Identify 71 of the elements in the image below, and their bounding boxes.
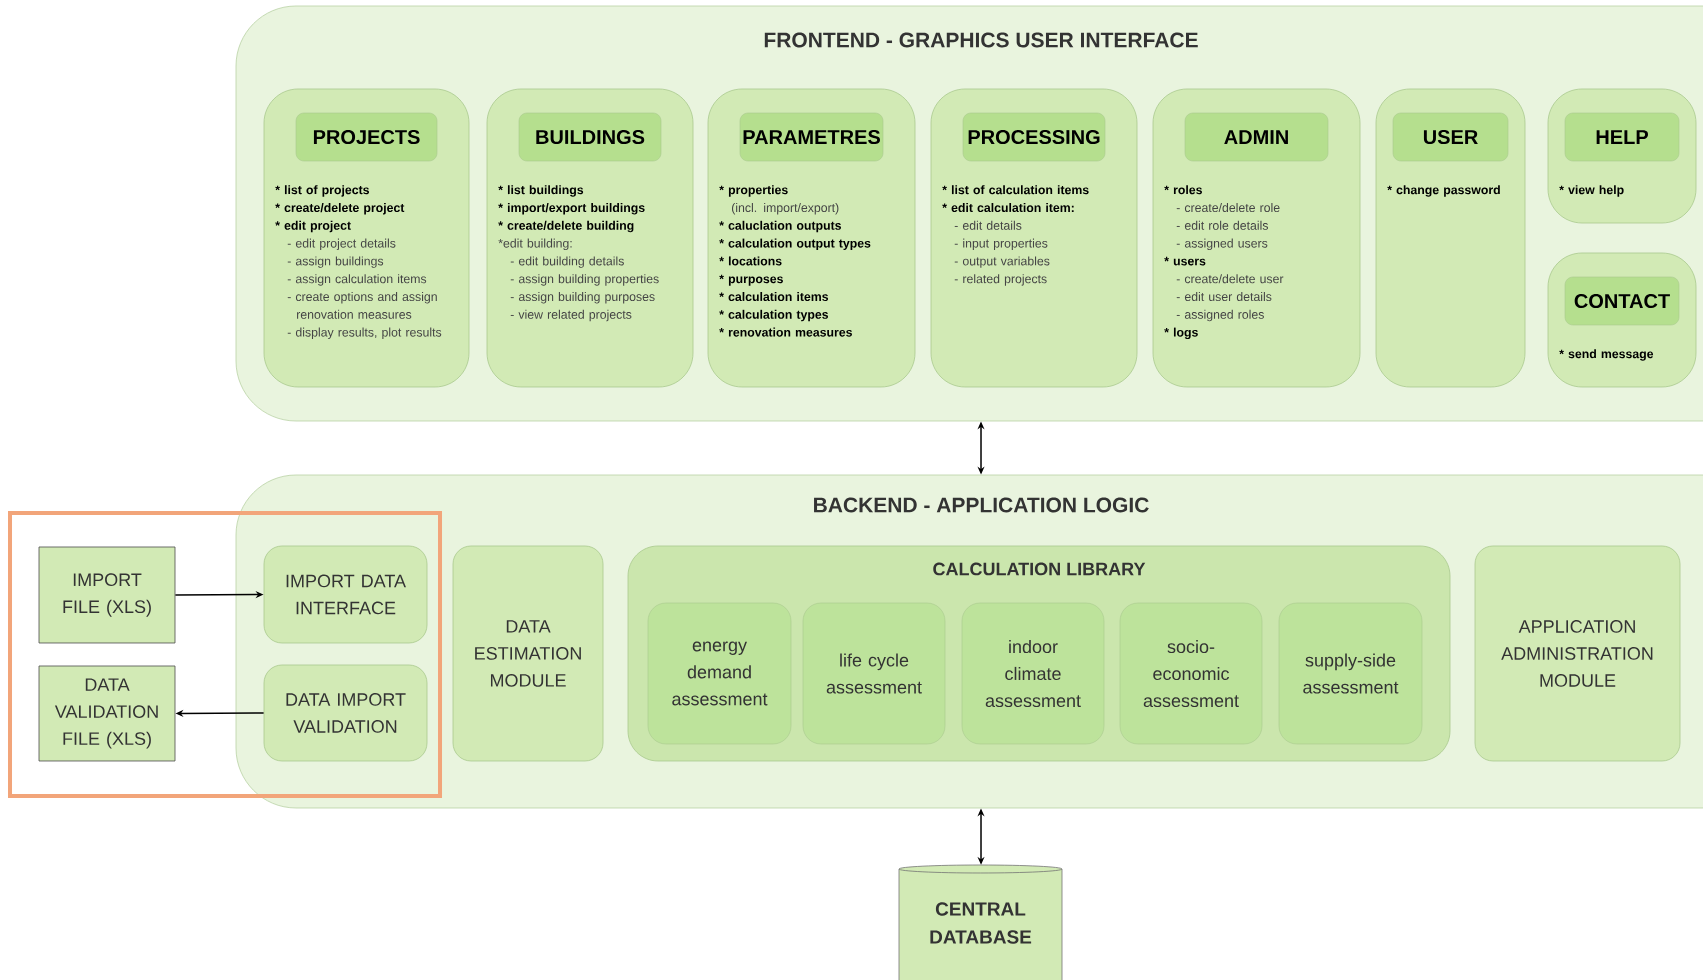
node-label: (incl. import/export) <box>731 203 839 215</box>
node-label: - edit building details <box>510 256 624 268</box>
card-text: * list of projects * create/delete project * edit project - edit project details - assign buildings - assign calculation items - create options and assign renovation measures - display results, plot results <box>275 185 442 340</box>
node-label: - edit details <box>954 220 1022 230</box>
node-label: - assigned users <box>1176 238 1268 251</box>
node-label: * purposes <box>719 274 783 286</box>
module-box: DATA IMPORT VALIDATION <box>263 664 428 762</box>
card-text: * change password <box>1387 185 1500 197</box>
card-text: * list buildings * import/export buildings * create/delete building *edit building: - edit building details - assign building properties - assign building purposes - view related projects <box>498 185 659 322</box>
node-label: - assign calculation items <box>287 274 427 286</box>
database-cylinder: CENTRAL DATABASE <box>898 864 1063 980</box>
module-box: APPLICATION ADMINISTRATION MODULE <box>1474 545 1681 762</box>
card-text: * properties (incl. import/export) * caluclation outputs * calculation output types * locations * purposes * calculation items * calculation types * renovation measures <box>719 185 871 337</box>
node-label: * users <box>1164 256 1206 266</box>
node-label: * create/delete building <box>498 220 634 233</box>
node-label: - create/delete user <box>1176 274 1284 284</box>
node-label: - assign building properties <box>510 274 659 286</box>
heading-badge: HELP <box>1564 112 1680 162</box>
node-label: * edit project <box>275 220 351 233</box>
node-label: - edit user details <box>1176 292 1272 302</box>
assessment-box: life cycle assessment <box>802 602 946 745</box>
assessment-box: energy demand assessment <box>647 602 792 745</box>
node-label: * create/delete project <box>275 203 405 215</box>
node-label: - assign buildings <box>287 256 384 268</box>
heading-badge: PROJECTS <box>295 112 438 162</box>
heading-badge: BUILDINGS <box>518 112 662 162</box>
node-label: - edit role details <box>1176 220 1269 230</box>
node-label: - related projects <box>954 274 1047 286</box>
node-label: * calculation items <box>719 292 829 302</box>
assessment-box: supply-side assessment <box>1278 602 1423 745</box>
node-label: - create options and assign renovation measures <box>287 292 437 319</box>
panel-title: CALCULATION LIBRARY <box>933 562 1146 576</box>
node-label: * import/export buildings <box>498 203 645 215</box>
heading-badge: PARAMETRES <box>739 112 884 162</box>
node-label: * edit calculation item: <box>942 203 1074 213</box>
node-label: - input properties <box>954 238 1048 251</box>
node-label: * list of projects <box>275 185 370 197</box>
heading-badge: USER <box>1392 112 1509 162</box>
node-label: - display results, plot results <box>287 327 442 340</box>
card-text: * roles - create/delete role - edit role details - assigned users * users - create/delete user - edit user details - assigned roles * logs <box>1164 185 1284 340</box>
assessment-box: indoor climate assessment <box>961 602 1105 745</box>
node-label: * renovation measures <box>719 327 852 337</box>
node-label: * list buildings <box>498 185 584 197</box>
node-label: * roles <box>1164 185 1202 195</box>
assessment-box: socio- economic assessment <box>1119 602 1263 745</box>
file-box: DATA VALIDATION FILE (XLS) <box>38 665 176 762</box>
module-box: DATA ESTIMATION MODULE <box>452 545 604 762</box>
heading-badge: ADMIN <box>1184 112 1329 162</box>
panel-title: BACKEND - APPLICATION LOGIC <box>814 497 1149 513</box>
heading-badge: CONTACT <box>1564 276 1680 326</box>
node-label: * properties <box>719 185 788 197</box>
panel-title: FRONTEND - GRAPHICS USER INTERFACE <box>764 32 1198 48</box>
node-label: * calculation output types <box>719 238 871 251</box>
node-label: - assign building purposes <box>510 292 655 304</box>
file-box: IMPORT FILE (XLS) <box>38 546 176 644</box>
card-text: * view help <box>1559 185 1624 197</box>
module-box: IMPORT DATA INTERFACE <box>263 545 428 644</box>
node-label: * logs <box>1164 327 1198 340</box>
node-label: * calculation types <box>719 309 829 322</box>
node-label: * caluclation outputs <box>719 220 842 233</box>
node-label: - edit project details <box>287 238 396 251</box>
node-label: - output variables <box>954 256 1050 268</box>
heading-badge: PROCESSING <box>962 112 1106 162</box>
node-label: *edit building: <box>498 238 572 251</box>
node-label: - assigned roles <box>1176 309 1264 322</box>
card-text: * send message <box>1559 349 1654 361</box>
node-label: * locations <box>719 256 782 266</box>
card-text: * list of calculation items * edit calculation item: - edit details - input properties - output variables - related projects <box>942 185 1089 286</box>
node-label: - create/delete role <box>1176 203 1280 213</box>
node-label: * list of calculation items <box>942 185 1089 195</box>
node-label: - view related projects <box>510 309 632 322</box>
